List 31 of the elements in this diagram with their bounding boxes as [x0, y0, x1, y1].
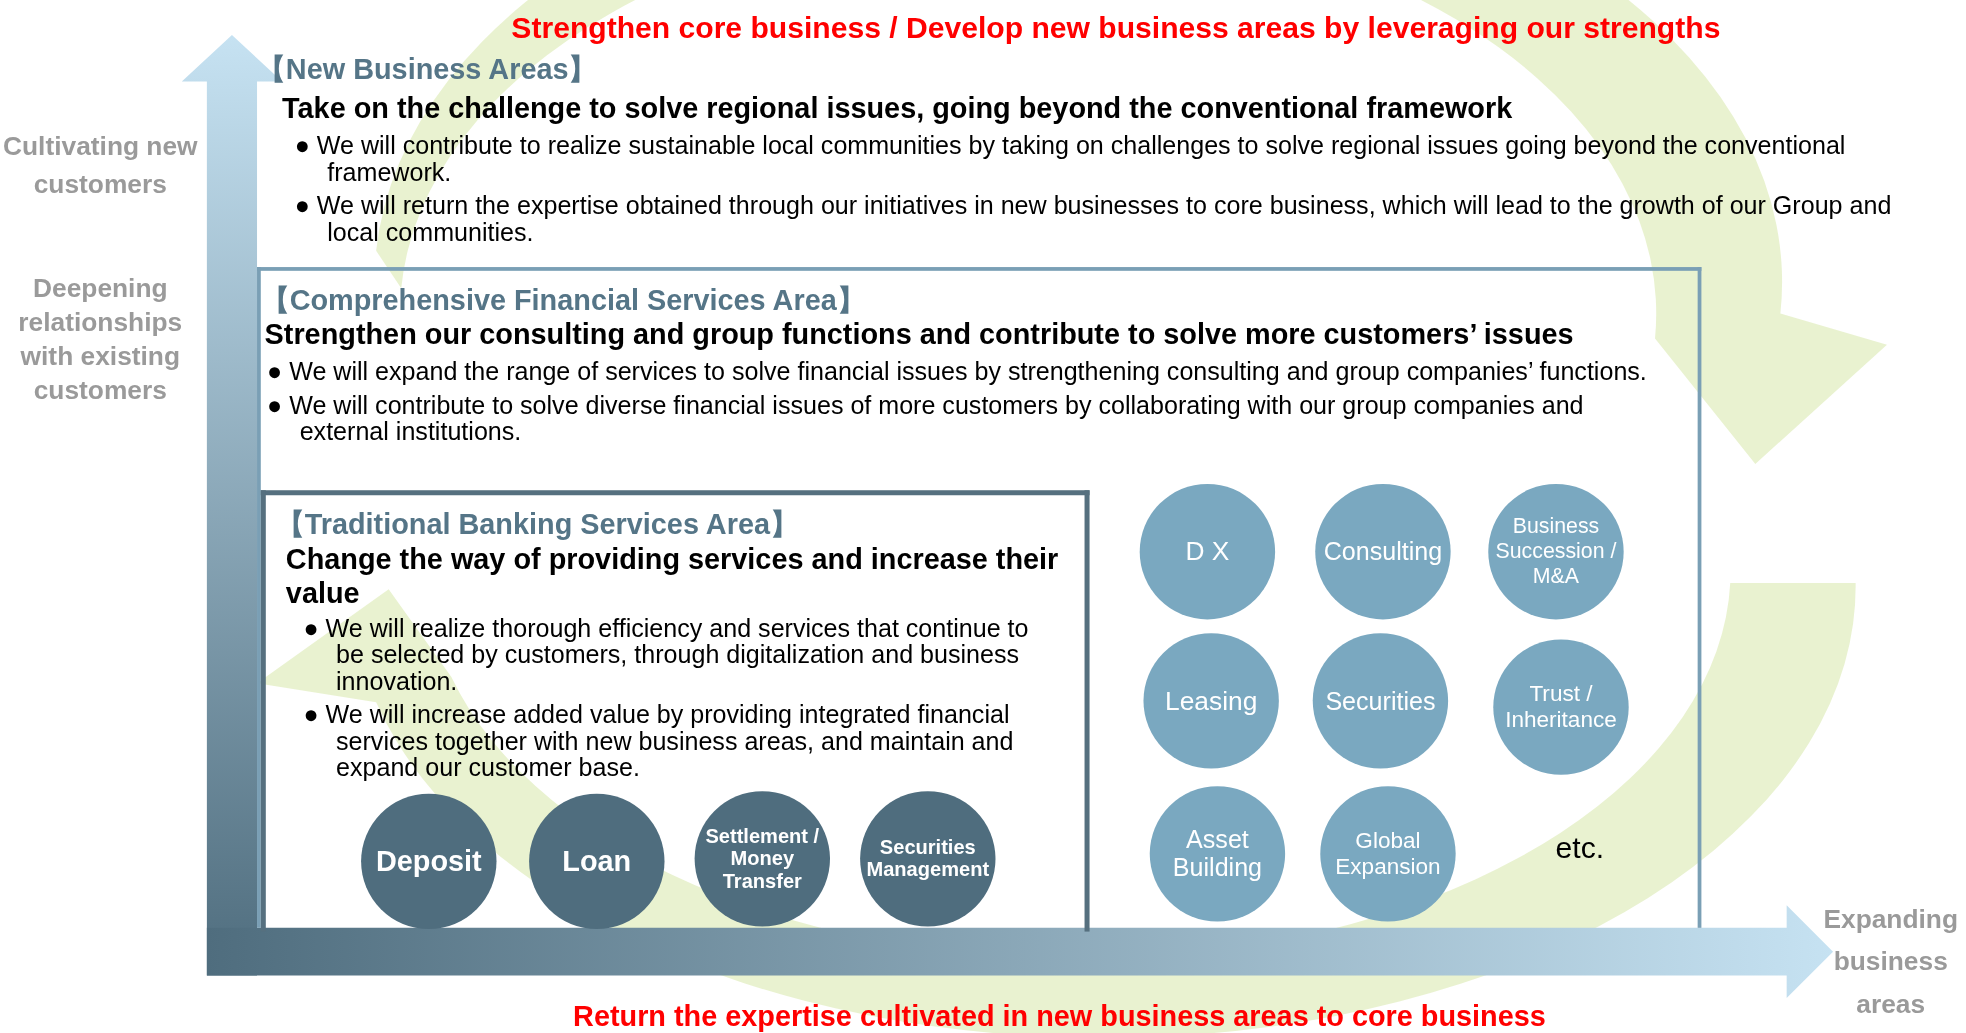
- bullet-item: ● We will realize thorough efficiency and services that continue to be selected by customers, through digitalization and business innovation.: [303, 615, 1030, 695]
- service-circle: Global Expansion: [1320, 786, 1456, 922]
- cycle-caption: Return the expertise cultivated in new business areas to core business: [572, 999, 1547, 1033]
- service-circle: D X: [1139, 483, 1276, 620]
- area-heading: 【New Business Areas】: [257, 51, 598, 88]
- service-circle: Consulting: [1315, 483, 1451, 620]
- area-title: Change the way of providing services and increase their value: [285, 542, 1060, 611]
- axis-label: Deepening relationships with existing customers: [17, 272, 184, 406]
- etc-text: etc.: [1554, 830, 1606, 866]
- service-circle: Loan: [529, 793, 665, 930]
- service-circle: Settlement / Money Transfer: [694, 791, 830, 927]
- bullet-item: ● We will contribute to solve diverse financial issues of more customers by collaborating with our group companies and external institutions.: [267, 392, 1585, 446]
- bullet-item: ● We will contribute to realize sustainable local communities by taking on challenges to solve regional issues going beyond the conventional framework.: [294, 132, 1847, 186]
- service-circle: Securities Management: [860, 791, 996, 927]
- axis-label: Cultivating new customers: [2, 130, 199, 201]
- bullet-item: ● We will increase added value by providing integrated financial services together with new business areas, and maintain and expand our customer base.: [303, 702, 1015, 782]
- area-heading: 【Comprehensive Financial Services Area】: [260, 282, 866, 318]
- area-heading: 【Traditional Banking Services Area】: [275, 506, 799, 543]
- service-circle: Trust / Inheritance: [1493, 639, 1629, 775]
- bullet-item: ● We will expand the range of services to solve financial issues by strengthening consulting and group companies’ functions.: [267, 358, 1648, 385]
- area-panel: [260, 490, 1090, 932]
- service-circle: Leasing: [1143, 633, 1279, 769]
- service-circle: Business Succession / M&A: [1488, 483, 1624, 620]
- service-circle: Securities: [1312, 633, 1449, 769]
- service-circle: Deposit: [361, 793, 497, 930]
- axis-label: Expanding business areas: [1822, 903, 1959, 1021]
- cycle-caption: Strengthen core business / Develop new business areas by leveraging our strengths: [510, 10, 1722, 46]
- area-title: Strengthen our consulting and group functions and contribute to solve more customers’ issues: [264, 317, 1575, 352]
- service-circle: Asset Building: [1149, 786, 1286, 922]
- bullet-item: ● We will return the expertise obtained through our initiatives in new businesses to core business, which will lead to the growth of our Group and local communities.: [294, 193, 1893, 246]
- area-title: Take on the challenge to solve regional issues, going beyond the conventional framework: [282, 91, 1514, 126]
